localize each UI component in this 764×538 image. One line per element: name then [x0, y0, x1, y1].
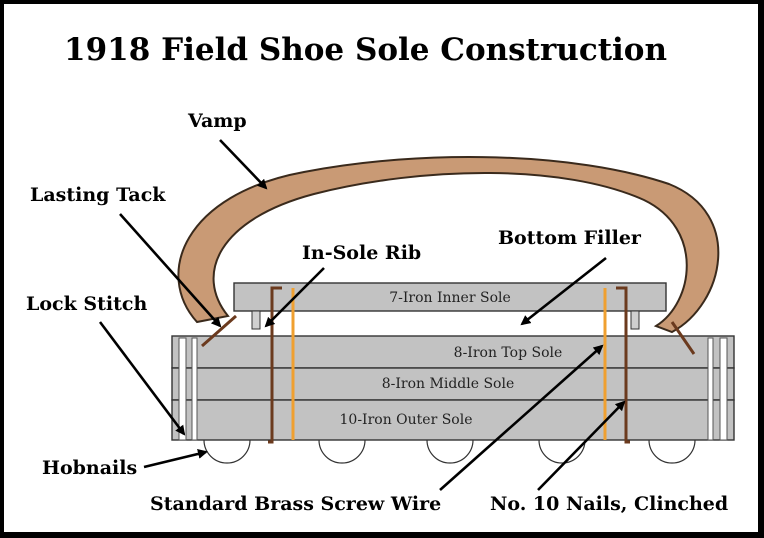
in-sole-rib-left [251, 310, 261, 330]
bottom-filler-label: Bottom Filler [498, 227, 642, 249]
outer-sole-label: 10-Iron Outer Sole [340, 412, 473, 428]
top-sole [171, 335, 735, 369]
hobnail [318, 439, 366, 464]
top-sole-label: 8-Iron Top Sole [454, 345, 563, 361]
clinched-nails [268, 286, 630, 444]
callout-arrows [98, 139, 626, 491]
hobnail [203, 439, 251, 464]
nails-label: No. 10 Nails, Clinched [490, 493, 728, 515]
hobnail [648, 439, 696, 464]
inner-sole-label: 7-Iron Inner Sole [389, 290, 511, 306]
hobnails-label: Hobnails [42, 457, 137, 479]
in-sole-rib-label: In-Sole Rib [302, 242, 421, 264]
lasting-tacks [201, 314, 696, 355]
sole-construction-diagram: 1918 Field Shoe Sole Construction [26, 32, 735, 515]
in-sole-rib-right [630, 310, 640, 330]
lasting-tack-arrow [119, 213, 222, 328]
screw-wire-arrow [439, 344, 604, 491]
hobnails-arrow [143, 449, 208, 469]
in-sole-rib-arrow [264, 267, 325, 328]
screw-wire-label: Standard Brass Screw Wire [150, 493, 441, 515]
lock-stitch-label: Lock Stitch [26, 293, 147, 315]
lock-stitch-arrow [98, 321, 186, 436]
vamp-arrow [219, 139, 268, 190]
outer-sole [171, 399, 735, 441]
lock-stitches [178, 337, 728, 441]
diagram-title: 1918 Field Shoe Sole Construction [64, 32, 667, 68]
brass-screw-wires [291, 288, 607, 440]
diagram-canvas: 1918 Field Shoe Sole Construction [4, 4, 758, 532]
hobnails [203, 439, 696, 464]
hobnail [426, 439, 474, 464]
nails-arrow [537, 400, 626, 491]
bottom-filler-arrow [520, 256, 607, 326]
hobnail [538, 439, 586, 464]
lasting-tack-label: Lasting Tack [30, 184, 166, 206]
middle-sole-label: 8-Iron Middle Sole [382, 376, 515, 392]
vamp-label: Vamp [187, 110, 247, 132]
